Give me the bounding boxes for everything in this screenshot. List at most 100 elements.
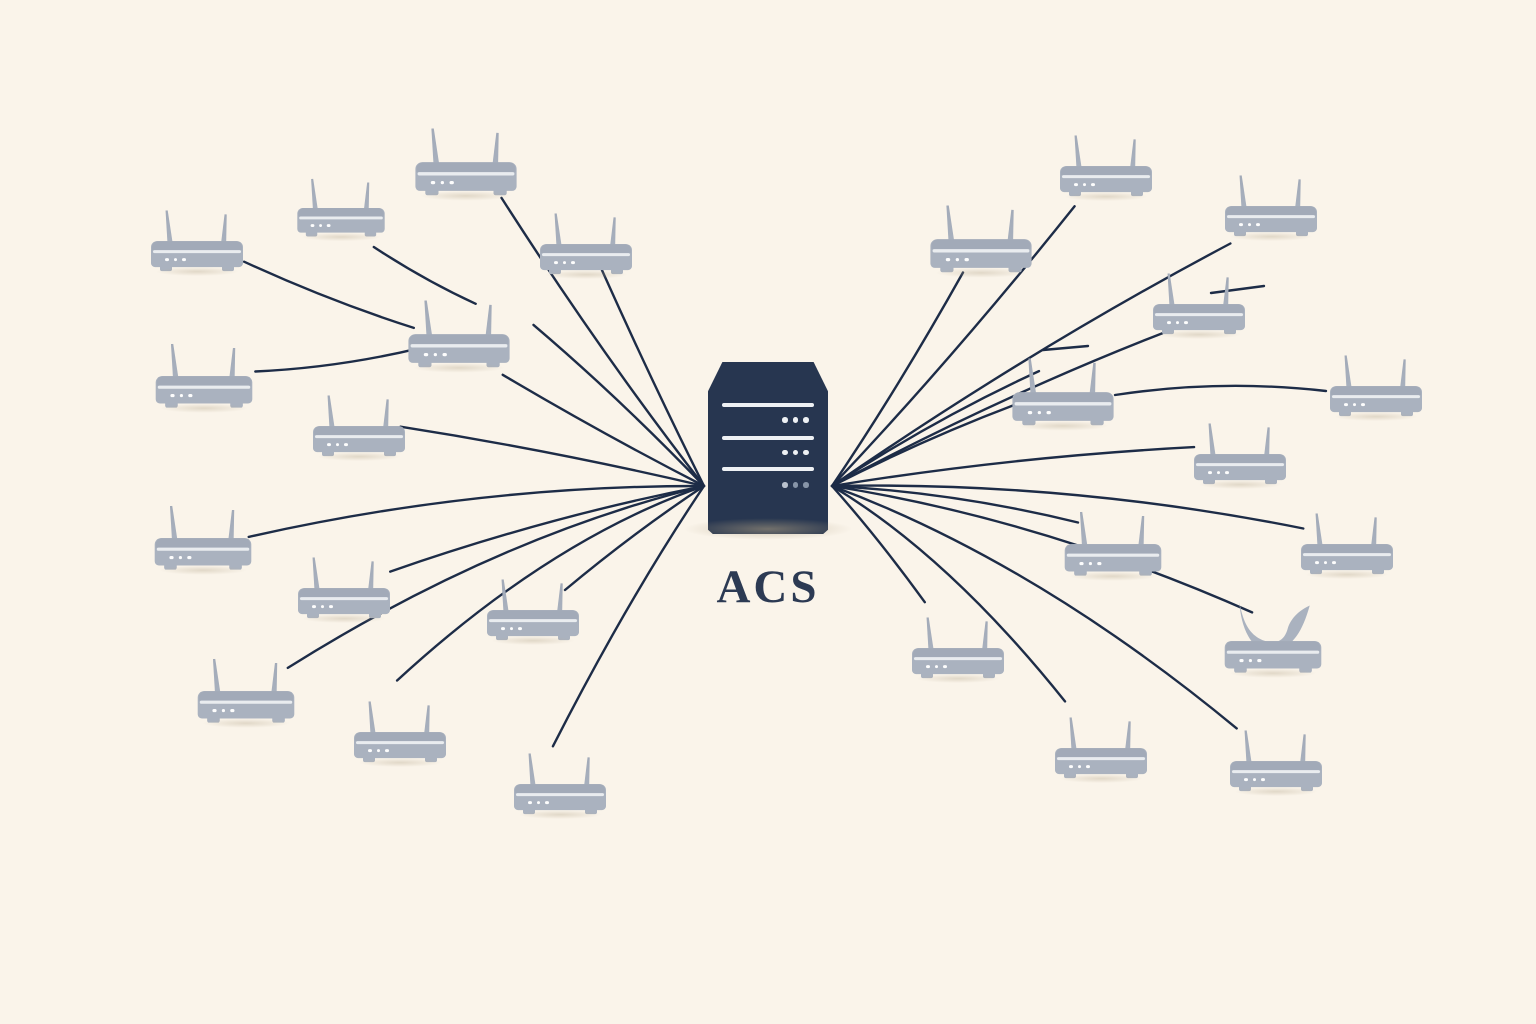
router-foot (160, 266, 172, 272)
router-foot (165, 402, 178, 408)
router-foot (1234, 667, 1247, 673)
router-led-dots (430, 180, 454, 185)
connection-line (372, 245, 477, 305)
router-foot (363, 757, 375, 763)
router-foot (384, 451, 396, 457)
connection-line (830, 369, 1041, 488)
router-body (151, 241, 243, 268)
connection-line (399, 425, 706, 488)
router-foot (1139, 570, 1152, 576)
router-led-dots (528, 800, 549, 805)
router-foot (418, 361, 432, 368)
router-foot (229, 564, 242, 570)
router-body (1301, 544, 1393, 571)
router-shadow (934, 267, 1028, 278)
router-led-dots (312, 604, 333, 609)
router-body (154, 538, 252, 566)
router-foot (425, 757, 437, 763)
router-led-dots (1074, 182, 1095, 187)
router-body (313, 426, 405, 453)
wireless-router-icon (487, 571, 579, 646)
wireless-router-icon (1012, 349, 1114, 431)
wireless-router-icon (154, 497, 252, 575)
router-foot (549, 269, 561, 275)
router-body (1055, 748, 1147, 775)
router-foot (1069, 191, 1081, 197)
router-led-dots (170, 393, 192, 398)
router-shadow (201, 718, 291, 728)
router-shadow (916, 674, 1000, 684)
stray-line-segment (1041, 344, 1090, 352)
router-body (298, 588, 390, 615)
router-body (487, 610, 579, 637)
router-led-dots (1344, 402, 1365, 407)
router-foot (364, 231, 377, 237)
wireless-router-icon (298, 549, 390, 624)
wireless-router-icon (197, 650, 295, 728)
connection-line (600, 269, 706, 488)
wireless-router-icon (1224, 600, 1322, 678)
connection-line (551, 484, 706, 748)
router-led-dots (169, 555, 191, 560)
router-foot (983, 673, 995, 679)
router-body (912, 648, 1004, 675)
connection-line (830, 484, 1254, 614)
router-foot (1064, 773, 1076, 779)
router-foot (230, 402, 243, 408)
connection-line (254, 347, 421, 373)
wireless-router-icon (297, 171, 385, 242)
router-foot (493, 189, 507, 196)
router-led-dots (945, 257, 969, 262)
server-shadow (683, 518, 853, 540)
router-led-dots (423, 352, 447, 357)
router-shadow (1198, 480, 1282, 490)
router-body (540, 244, 632, 271)
router-shadow (358, 758, 442, 768)
router-foot (558, 635, 570, 641)
router-shadow (155, 267, 239, 277)
router-shadow (302, 614, 386, 624)
router-shadow (159, 403, 249, 413)
server-slot-divider (722, 466, 814, 471)
router-shadow (1016, 420, 1110, 431)
router-shadow (518, 810, 602, 820)
router-led-dots (1239, 658, 1261, 663)
router-led-dots (1208, 470, 1229, 475)
router-led-dots (1244, 777, 1265, 782)
router-body (297, 207, 385, 233)
connection-line (501, 373, 706, 488)
router-body (930, 239, 1032, 268)
wireless-router-icon (1064, 503, 1162, 581)
router-led-dots (501, 626, 522, 631)
wireless-router-icon (415, 119, 517, 201)
router-foot (1339, 411, 1351, 417)
wireless-router-icon (912, 609, 1004, 684)
wireless-router-icon (540, 205, 632, 280)
router-foot (1310, 569, 1322, 575)
router-shadow (1305, 570, 1389, 580)
router-shadow (419, 190, 513, 201)
connection-line (830, 484, 926, 604)
router-shadow (1059, 774, 1143, 784)
connection-line (830, 484, 1067, 703)
router-foot (486, 361, 500, 368)
router-led-dots (1239, 222, 1260, 227)
server-slot-divider (722, 435, 814, 440)
wireless-router-icon (1330, 347, 1422, 422)
server-chassis (708, 362, 828, 534)
router-foot (369, 613, 381, 619)
router-led-dots (212, 708, 234, 713)
router-led-dots (327, 442, 348, 447)
router-body (197, 691, 295, 719)
router-shadow (317, 452, 401, 462)
router-foot (1265, 479, 1277, 485)
wireless-router-icon (1055, 709, 1147, 784)
router-body (1153, 304, 1245, 331)
wireless-router-icon (514, 745, 606, 820)
server-led-row (782, 449, 809, 456)
router-led-dots (1069, 764, 1090, 769)
router-body (1230, 761, 1322, 788)
connection-line (500, 196, 706, 488)
acs-label: ACS (716, 561, 820, 613)
wireless-router-icon (313, 387, 405, 462)
